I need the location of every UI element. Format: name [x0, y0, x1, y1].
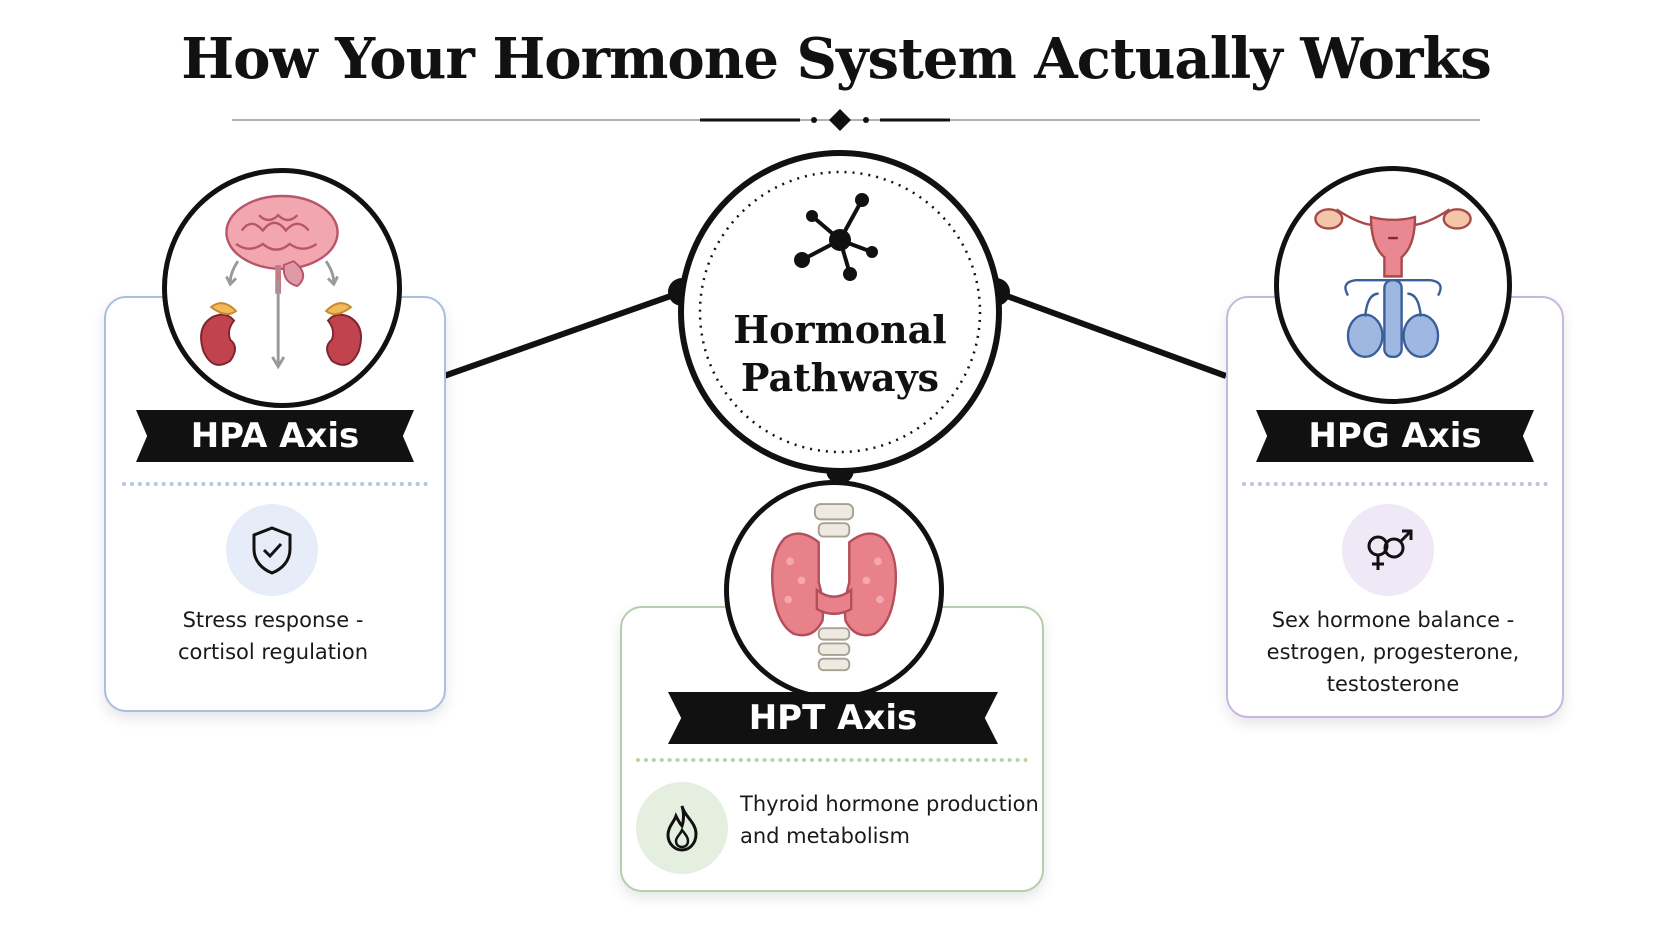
hpt-axis-label: HPT Axis: [668, 692, 998, 744]
hpg-description-line: testosterone: [1326, 672, 1460, 696]
hpa-divider: [122, 482, 428, 486]
hpa-description-line: cortisol regulation: [177, 640, 369, 664]
hormonal-pathways-hub: Hormonal Pathways: [678, 150, 1002, 474]
hpg-description-line: estrogen, progesterone,: [1266, 640, 1520, 664]
shield-check-icon: [226, 504, 318, 596]
hpt-description-line: and metabolism: [740, 824, 910, 848]
flame-icon: [636, 782, 728, 874]
hpa-description-line: Stress response -: [182, 608, 364, 632]
hub-label-line: Pathways: [740, 355, 940, 400]
gender-symbols-icon: [1342, 504, 1434, 596]
hpa-axis-description: Stress response - cortisol regulation: [110, 604, 436, 668]
hub-label-line: Hormonal: [733, 307, 947, 352]
hpt-divider: [636, 758, 1028, 762]
hpg-axis-description: Sex hormone balance - estrogen, progeste…: [1232, 604, 1554, 700]
thyroid-illustration: [724, 480, 944, 700]
hpt-description-line: Thyroid hormone production: [740, 792, 1039, 816]
page-title: How Your Hormone System Actually Works: [181, 26, 1492, 92]
reproductive-organs-illustration: [1274, 166, 1512, 404]
hpg-description-line: Sex hormone balance -: [1271, 608, 1515, 632]
hpa-axis-label: HPA Axis: [136, 410, 414, 462]
hub-label: Hormonal Pathways: [684, 306, 996, 402]
molecule-icon: [794, 193, 878, 281]
brain-adrenal-illustration: [162, 168, 402, 408]
hpg-axis-label: HPG Axis: [1256, 410, 1534, 462]
hpt-axis-description: Thyroid hormone production and metabolis…: [740, 788, 1040, 852]
hpg-divider: [1242, 482, 1548, 486]
